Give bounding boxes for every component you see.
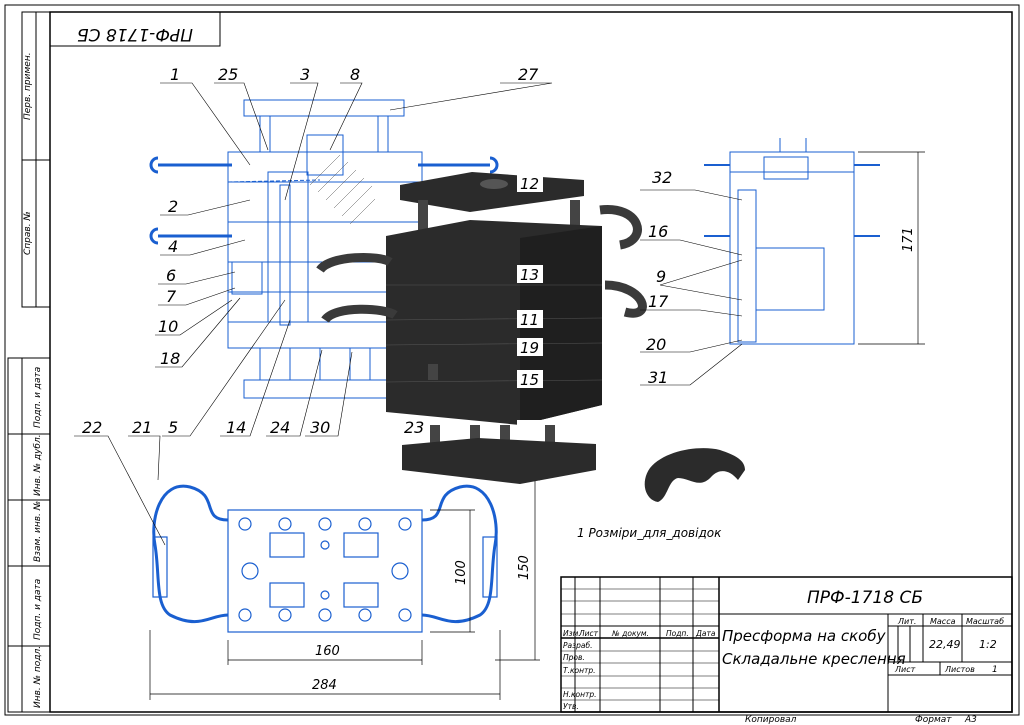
callout-19: 19 [520,339,539,357]
dim-100: 100 [454,560,469,585]
callout-23: 23 [404,418,424,437]
sheets-value: 1 [992,665,998,675]
callout-8: 8 [350,65,360,84]
callout-32: 32 [652,168,672,187]
part-render [644,448,745,502]
callout-21: 21 [132,418,152,437]
callout-16: 16 [648,222,668,241]
callout-24: 24 [270,418,290,437]
leader-lines [74,82,743,546]
side-label-0: Перв. примен. [23,52,33,120]
dim-171: 171 [901,227,916,252]
side-label-4: Взам. инв. № [33,501,43,562]
callout-18: 18 [160,349,180,368]
role-0: Разраб. [563,641,592,650]
mass-label: Масса [930,617,956,626]
callout-31: 31 [648,368,668,387]
callout-15: 15 [520,371,539,389]
dim-150: 150 [517,555,532,580]
note-text: 1 Розміри_для_довідок [577,526,722,540]
col-izm: Изм. [563,629,581,638]
section-hatch [309,154,376,225]
format-label: Формат [915,715,952,725]
outer-border [4,4,1020,716]
render-callouts [517,174,543,438]
callout-13: 13 [520,266,539,284]
mold-3d-render [316,172,647,484]
dim-160: 160 [315,644,340,659]
plan-view [152,484,498,633]
side-label-5: Подп. и дата [33,579,43,640]
role-2: Т.контр. [563,666,596,675]
dim-171-lines [858,151,925,345]
callout-7: 7 [166,287,177,306]
format-value: А3 [964,715,977,725]
copied-label: Копировал [745,715,797,725]
code-mirrored: ПРФ-1718 СБ [77,24,193,44]
callout-2: 2 [168,197,178,216]
callout-17: 17 [648,292,669,311]
callout-4: 4 [168,237,178,256]
role-1: Пров. [563,653,585,662]
code-box [49,11,221,47]
callout-3: 3 [300,65,310,84]
callout-11: 11 [520,311,539,329]
side-label-6: Инв. № подл. [33,646,43,708]
callout-5: 5 [168,418,178,437]
scale-value: 1:2 [979,638,997,651]
callout-20: 20 [646,335,666,354]
col-doc: № докум. [611,629,649,638]
callout-25: 25 [218,65,238,84]
callout-30: 30 [310,418,330,437]
callout-27: 27 [518,65,539,84]
col-date: Дата [695,629,716,638]
role-5: Утв. [563,702,579,711]
side-label-2: Подп. и дата [33,367,43,428]
col-list: Лист [578,629,599,638]
title-block [560,576,1013,713]
dim-284: 284 [312,678,337,693]
callout-9: 9 [656,267,666,286]
title-name-2: Складальне креслення [722,650,906,668]
side-label-3: Инв. № дубл. [33,434,43,496]
callout-14: 14 [226,418,246,437]
callout-22: 22 [82,418,102,437]
callout-10: 10 [158,317,178,336]
title-code: ПРФ-1718 СБ [807,588,923,608]
title-name-1: Пресформа на скобу [722,627,887,645]
callout-12: 12 [520,175,539,193]
side-view [704,138,880,345]
role-4: Н.контр. [563,690,597,699]
section-view [149,99,499,399]
col-podp: Подп. [666,629,689,638]
side-label-1: Справ. № [23,211,33,255]
callout-1: 1 [170,65,180,84]
sheets-label: Листов [944,665,975,674]
side-strips [7,11,51,713]
mass-value: 22,49 [929,638,961,651]
callout-6: 6 [166,266,176,285]
plan-dims [149,479,540,700]
sheet-label: Лист [894,665,916,674]
lit-label: Лит. [897,617,916,626]
scale-label: Масштаб [966,617,1004,626]
